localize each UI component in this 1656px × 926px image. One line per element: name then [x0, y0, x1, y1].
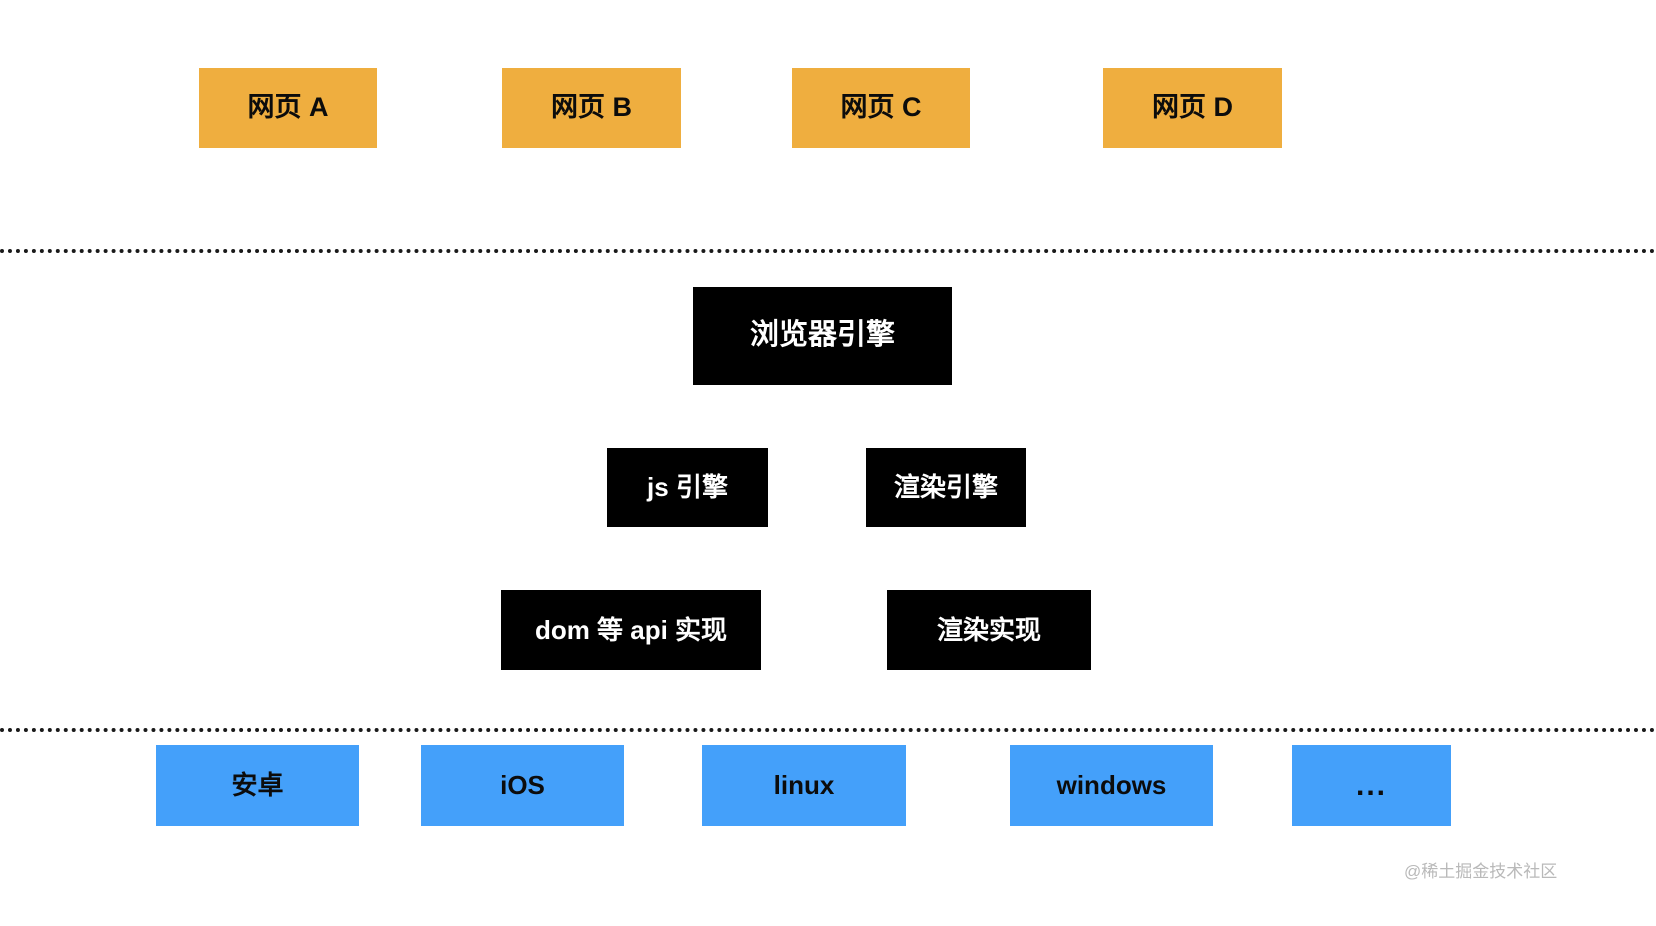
node-os-linux: linux — [702, 745, 906, 826]
node-label: js 引擎 — [647, 472, 728, 503]
node-label: 网页 D — [1152, 92, 1233, 123]
node-label: 网页 A — [247, 92, 329, 123]
node-web-page-c: 网页 C — [792, 68, 970, 148]
node-os-ios: iOS — [421, 745, 624, 826]
divider-top — [0, 249, 1656, 253]
node-web-page-a: 网页 A — [199, 68, 377, 148]
node-label: dom 等 api 实现 — [534, 614, 728, 645]
node-label: iOS — [500, 770, 545, 801]
node-label: 安卓 — [231, 770, 284, 801]
node-os-android: 安卓 — [156, 745, 359, 826]
divider-bottom — [0, 728, 1656, 732]
node-web-page-b: 网页 B — [502, 68, 681, 148]
node-browser-engine: 浏览器引擎 — [693, 287, 952, 385]
node-label: 网页 C — [840, 92, 922, 123]
node-dom-api-implementation: dom 等 api 实现 — [501, 590, 761, 670]
node-os-more: ... — [1292, 745, 1451, 826]
node-label: 渲染引擎 — [893, 472, 998, 503]
node-os-windows: windows — [1010, 745, 1213, 826]
node-label: linux — [773, 770, 835, 801]
node-label: 网页 B — [551, 92, 632, 123]
node-label: windows — [1056, 770, 1167, 801]
node-label: 渲染实现 — [936, 614, 1041, 645]
watermark: @稀土掘金技术社区 — [1404, 862, 1558, 881]
node-web-page-d: 网页 D — [1103, 68, 1282, 148]
node-render-implementation: 渲染实现 — [887, 590, 1091, 670]
node-js-engine: js 引擎 — [607, 448, 768, 527]
node-render-engine: 渲染引擎 — [866, 448, 1026, 527]
node-label: 浏览器引擎 — [749, 319, 895, 352]
node-label: ... — [1355, 769, 1387, 802]
